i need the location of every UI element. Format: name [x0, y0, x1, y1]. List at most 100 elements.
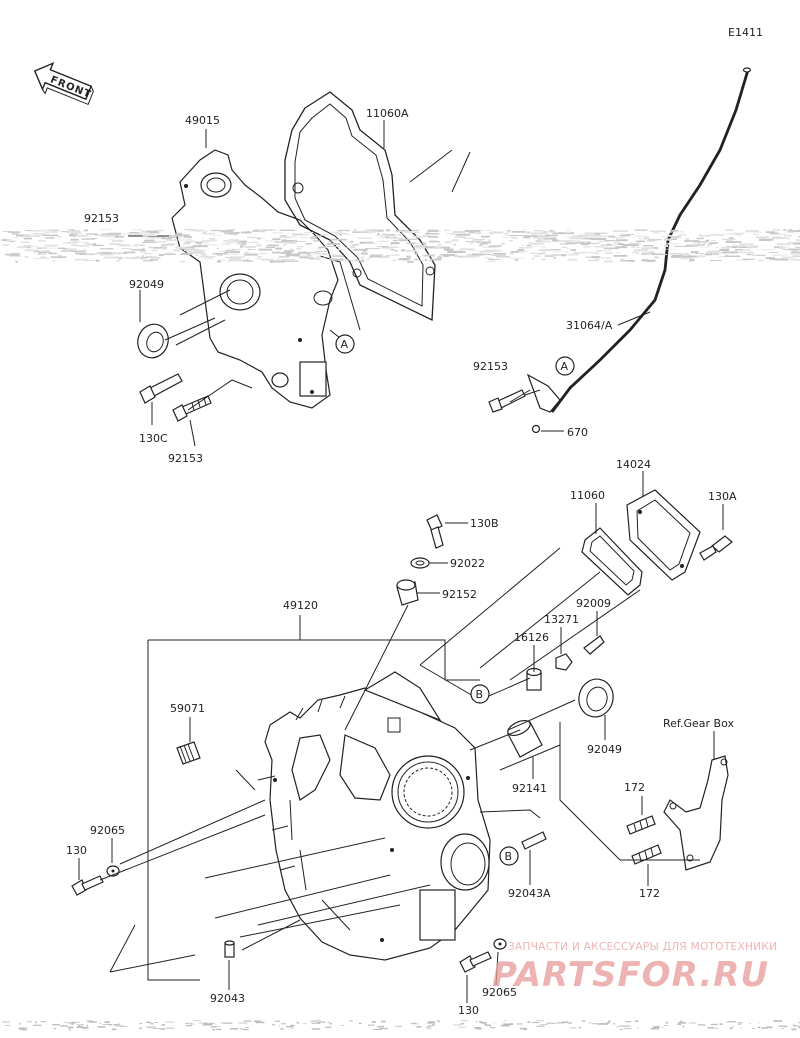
noise-speck — [543, 232, 557, 233]
noise-speck — [608, 236, 615, 238]
noise-speck — [664, 245, 668, 247]
noise-speck — [112, 1029, 116, 1031]
noise-speck — [152, 250, 158, 251]
noise-speck — [766, 231, 775, 233]
noise-speck — [595, 233, 608, 234]
noise-speck — [313, 240, 320, 241]
noise-speck — [367, 259, 370, 261]
noise-speck — [678, 1022, 686, 1024]
noise-speck — [147, 237, 160, 239]
noise-speck — [683, 1026, 685, 1028]
noise-speck — [310, 257, 326, 258]
noise-speck — [582, 1020, 585, 1022]
noise-speck — [626, 1021, 632, 1022]
noise-speck — [758, 1027, 760, 1029]
noise-speck — [425, 233, 439, 235]
noise-speck — [181, 253, 191, 255]
noise-speck — [386, 229, 390, 231]
noise-speck — [75, 259, 87, 261]
noise-speck — [327, 243, 340, 245]
noise-speck — [439, 254, 442, 256]
noise-speck — [132, 229, 143, 230]
noise-speck — [435, 247, 442, 248]
noise-speck — [540, 1024, 548, 1025]
noise-speck — [20, 242, 30, 243]
noise-speck — [430, 240, 438, 241]
noise-speck — [143, 235, 157, 236]
noise-speck — [437, 1020, 440, 1021]
noise-speck — [490, 231, 504, 233]
noise-speck — [382, 241, 389, 242]
noise-speck — [209, 1023, 215, 1024]
noise-speck — [536, 1021, 544, 1022]
noise-speck — [749, 1023, 751, 1024]
callout-92049: 92049 — [587, 743, 622, 756]
noise-speck — [617, 1026, 618, 1027]
callout-11060: 11060 — [570, 489, 605, 502]
noise-speck — [562, 247, 567, 248]
noise-speck — [691, 251, 699, 253]
noise-speck — [228, 254, 239, 255]
noise-speck — [398, 234, 403, 236]
noise-speck — [613, 230, 628, 232]
noise-speck — [428, 230, 438, 232]
noise-speck — [412, 1024, 419, 1025]
noise-speck — [146, 231, 158, 233]
noise-speck — [51, 231, 58, 233]
noise-speck — [445, 241, 452, 243]
noise-speck — [135, 245, 145, 246]
ref-gear-box-label: Ref.Gear Box — [663, 717, 734, 730]
plug-59071 — [177, 742, 200, 764]
noise-speck — [787, 232, 795, 233]
noise-speck — [458, 250, 460, 251]
noise-speck — [331, 232, 342, 233]
noise-speck — [370, 255, 382, 257]
noise-speck — [509, 253, 513, 255]
noise-speck — [63, 1022, 69, 1023]
noise-speck — [724, 256, 740, 257]
noise-speck — [381, 1021, 386, 1023]
noise-speck — [190, 230, 203, 232]
noise-speck — [774, 234, 785, 235]
noise-speck — [769, 259, 784, 261]
noise-speck — [540, 254, 543, 255]
noise-speck — [735, 249, 742, 250]
noise-speck — [743, 259, 755, 260]
callout-92043A: 92043A — [508, 887, 551, 900]
noise-speck — [646, 261, 655, 262]
noise-speck — [619, 1029, 623, 1030]
noise-speck — [82, 1027, 89, 1029]
noise-speck — [69, 241, 79, 242]
noise-speck — [564, 232, 572, 233]
noise-speck — [664, 1025, 668, 1026]
noise-speck — [567, 260, 578, 261]
pin-92043A — [522, 832, 546, 849]
noise-speck — [591, 256, 600, 258]
noise-speck — [425, 246, 436, 248]
noise-speck — [729, 237, 734, 239]
noise-speck — [481, 1022, 487, 1024]
noise-speck — [771, 237, 786, 239]
noise-speck — [727, 233, 736, 234]
noise-speck — [218, 260, 226, 261]
noise-speck — [599, 1023, 607, 1024]
noise-speck — [110, 243, 121, 245]
noise-speck — [682, 256, 698, 258]
noise-speck — [359, 1023, 362, 1024]
noise-speck — [83, 249, 85, 250]
noise-speck — [178, 237, 190, 238]
noise-speck — [272, 238, 280, 240]
noise-speck — [317, 1022, 325, 1023]
noise-speck — [470, 243, 473, 245]
noise-speck — [405, 232, 419, 234]
noise-speck — [209, 238, 215, 240]
noise-speck — [689, 1023, 697, 1024]
noise-speck — [311, 1021, 317, 1022]
noise-speck — [314, 252, 320, 254]
noise-speck — [123, 246, 138, 247]
noise-speck — [649, 231, 661, 232]
noise-speck — [164, 254, 175, 255]
noise-speck — [279, 236, 286, 238]
noise-speck — [275, 248, 282, 250]
noise-speck — [600, 245, 615, 246]
